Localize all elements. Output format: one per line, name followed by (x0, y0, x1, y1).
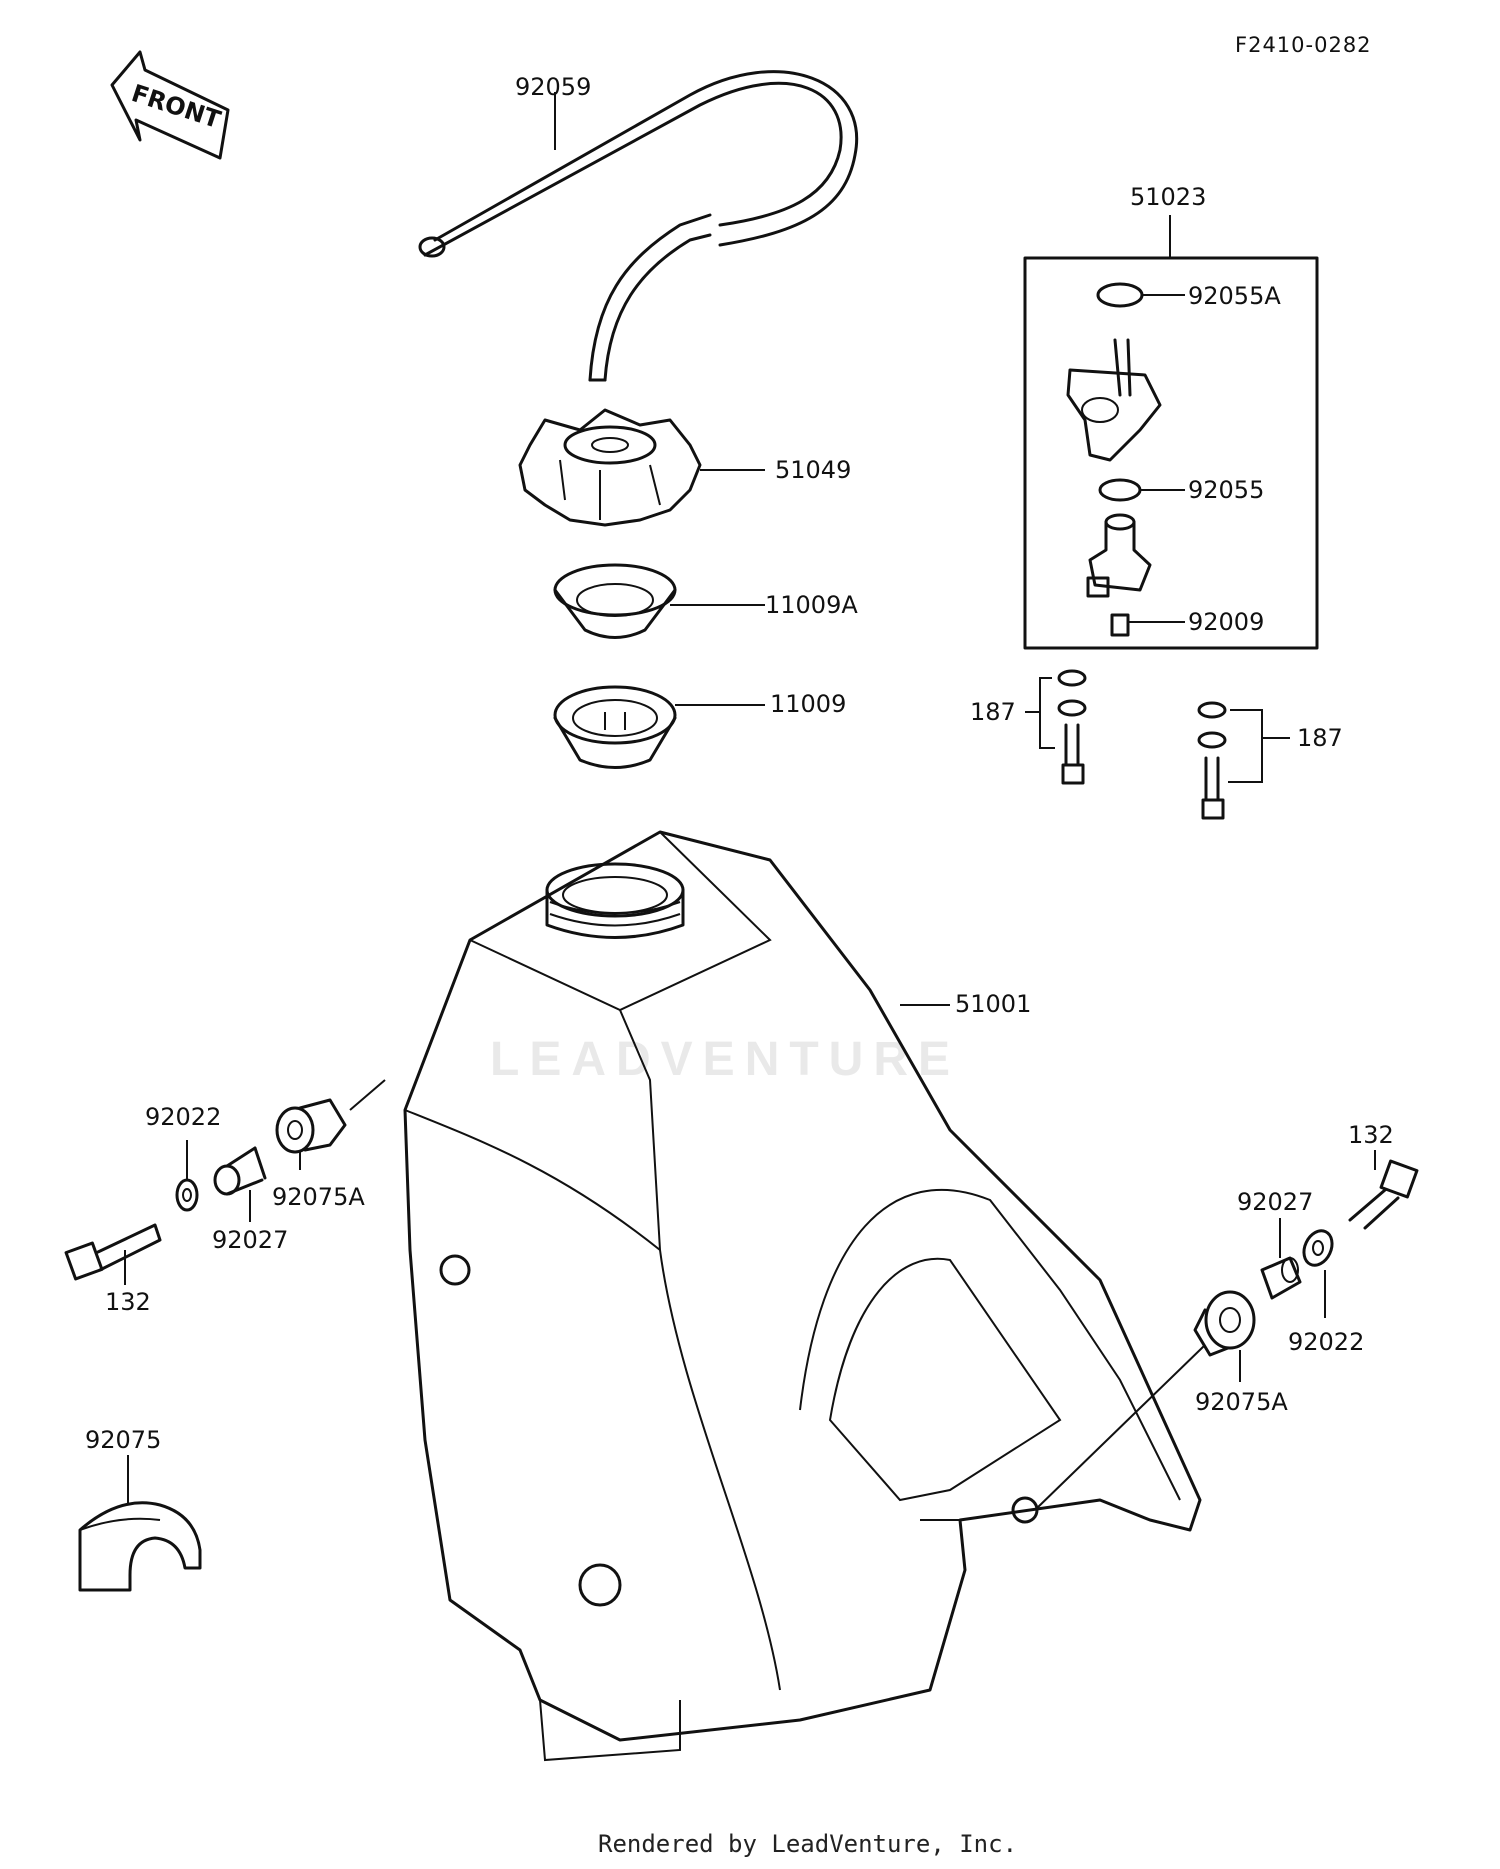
o-ring-a (1096, 282, 1144, 308)
fuel-cock-valve (1066, 338, 1162, 462)
callout-bolt-right: 132 (1348, 1121, 1394, 1149)
bolt-left (64, 1223, 162, 1281)
callout-gasket: 11009 (770, 690, 846, 718)
fuel-tank (403, 830, 1202, 1762)
callout-washer-right: 92022 (1288, 1328, 1364, 1356)
callout-gasket-a: 11009A (765, 591, 858, 619)
fuel-cock-lever (1086, 513, 1152, 598)
watermark-text: LEADVENTURE (490, 1033, 960, 1086)
fuel-cock-box (1023, 256, 1319, 650)
callout-o-ring-a: 92055A (1188, 282, 1281, 310)
callout-damper: 92075 (85, 1426, 161, 1454)
washer-left (175, 1178, 199, 1212)
callout-screw: 92009 (1188, 608, 1264, 636)
callout-bolt-set-right: 187 (1297, 724, 1343, 752)
fuel-cap (518, 408, 702, 527)
callout-bolt-set-left: 187 (970, 698, 1016, 726)
bolt-set-left (1057, 669, 1087, 785)
callout-cap: 51049 (775, 456, 851, 484)
cap-gasket-a (553, 563, 677, 639)
washer-right (1302, 1229, 1334, 1267)
damper-left (275, 1098, 347, 1154)
bolt-right (1348, 1159, 1419, 1230)
collar-left (213, 1146, 267, 1196)
callout-collar-left: 92027 (212, 1226, 288, 1254)
damper (78, 1501, 202, 1592)
callout-fuel-cock: 51023 (1130, 183, 1206, 211)
bolt-set-right (1197, 701, 1227, 820)
callout-hose: 92059 (515, 73, 591, 101)
front-label: FRONT (128, 79, 224, 134)
callout-bolt-left: 132 (105, 1288, 151, 1316)
callout-damper-right: 92075A (1195, 1388, 1288, 1416)
o-ring (1098, 478, 1142, 502)
callout-collar-right: 92027 (1237, 1188, 1313, 1216)
cap-gasket (553, 685, 677, 769)
damper-right (1193, 1290, 1256, 1357)
callout-washer-left: 92022 (145, 1103, 221, 1131)
diagram-code: F2410-0282 (1235, 33, 1372, 57)
collar-right (1260, 1256, 1302, 1300)
callout-tank: 51001 (955, 990, 1031, 1018)
breather-hose (418, 70, 859, 382)
callout-o-ring: 92055 (1188, 476, 1264, 504)
front-arrow-icon: FRONT (110, 50, 230, 160)
fuel-cock-screw (1110, 613, 1130, 637)
footer-credit: Rendered by LeadVenture, Inc. (598, 1830, 1017, 1858)
callout-damper-left: 92075A (272, 1183, 365, 1211)
